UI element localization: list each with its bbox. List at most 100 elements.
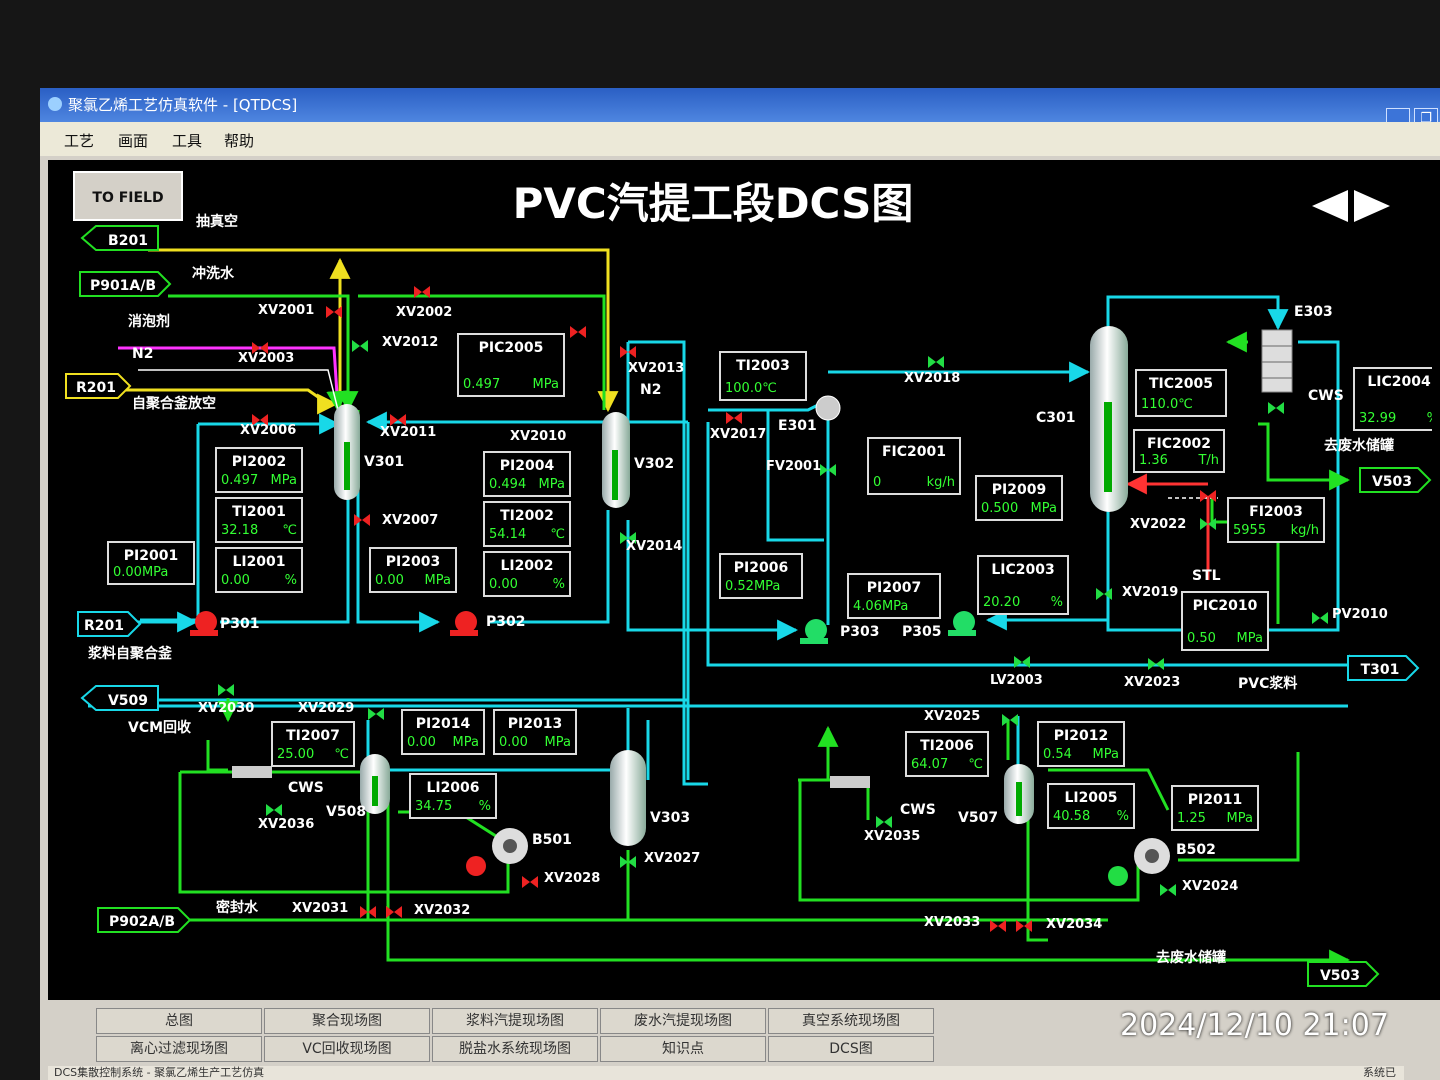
pump-p305[interactable] <box>948 611 976 636</box>
vessel-v302[interactable] <box>602 412 630 508</box>
blower-b501[interactable] <box>492 828 528 864</box>
valve-xv2013-icon[interactable] <box>620 346 636 358</box>
valve-xv2006-icon[interactable] <box>252 414 268 426</box>
tab-centrifuge-filter-field[interactable]: 离心过滤现场图 <box>96 1036 262 1062</box>
terminal-v503-right[interactable]: V503 <box>1359 467 1432 493</box>
prev-page-icon[interactable] <box>1312 190 1348 222</box>
pump-p301[interactable] <box>190 611 218 636</box>
valve-xv2035-icon[interactable] <box>876 816 892 828</box>
vessel-v507[interactable] <box>1004 764 1034 824</box>
vessel-v301[interactable] <box>334 404 360 500</box>
valve-xv2022b-icon[interactable] <box>1200 490 1216 502</box>
valve-xv2027-icon[interactable] <box>620 856 636 868</box>
valve-pv2010-icon[interactable] <box>1312 612 1328 624</box>
exchanger-v508[interactable] <box>232 766 272 778</box>
terminal-p901[interactable]: P901A/B <box>79 271 172 297</box>
valve-fv2001-icon[interactable] <box>820 464 836 476</box>
valve-xv2034-icon[interactable] <box>1016 920 1032 932</box>
tab-polymerization-field[interactable]: 聚合现场图 <box>264 1008 430 1034</box>
vessel-v303[interactable] <box>610 750 646 846</box>
valve-xv2032-icon[interactable] <box>386 906 402 918</box>
tab-knowledge-points[interactable]: 知识点 <box>600 1036 766 1062</box>
terminal-t301[interactable]: T301 <box>1347 655 1420 681</box>
valve-xv2028-icon[interactable] <box>522 876 538 888</box>
valve-xv2019-icon[interactable] <box>1096 588 1112 600</box>
terminal-v509[interactable]: V509 <box>80 685 159 711</box>
tab-dcs[interactable]: DCS图 <box>768 1036 934 1062</box>
menu-help[interactable]: 帮助 <box>224 132 255 150</box>
valve-xv2024-icon[interactable] <box>1160 884 1176 896</box>
pump-p303[interactable] <box>800 619 828 644</box>
valve-xv2014-icon[interactable] <box>620 532 636 544</box>
terminal-b201[interactable]: B201 <box>80 225 159 251</box>
tab-wastewater-stripping-field[interactable]: 废水汽提现场图 <box>600 1008 766 1034</box>
valve-xv2001-icon[interactable] <box>326 306 342 318</box>
exchanger-e303[interactable] <box>1261 329 1293 393</box>
tab-overview[interactable]: 总图 <box>96 1008 262 1034</box>
terminal-v503-bottom[interactable]: V503 <box>1307 961 1380 987</box>
terminal-r201-bottom[interactable]: R201 <box>77 611 142 637</box>
valve-xv2003-icon[interactable] <box>252 342 268 354</box>
valve-xv2025-icon[interactable] <box>1002 714 1018 726</box>
to-field-button[interactable]: TO FIELD <box>73 171 183 221</box>
valve-xv2011-icon[interactable] <box>390 414 406 426</box>
menu-process[interactable]: 工艺 <box>64 132 95 150</box>
valve-e303v-icon[interactable] <box>1268 402 1284 414</box>
terminal-p902[interactable]: P902A/B <box>97 907 192 933</box>
valve-xv2007-icon[interactable] <box>354 514 370 526</box>
pump-p302[interactable] <box>450 611 478 636</box>
valve-xv2022-icon[interactable] <box>1200 518 1216 530</box>
valve-xv2017-icon[interactable] <box>726 412 742 424</box>
valve-xv2002-icon[interactable] <box>414 286 430 298</box>
menu-tools[interactable]: 工具 <box>172 132 203 150</box>
tab-vc-recovery-field[interactable]: VC回收现场图 <box>264 1036 430 1062</box>
valve-xv2018-icon[interactable] <box>928 356 944 368</box>
menu-screen[interactable]: 画面 <box>118 132 149 150</box>
valve-lv2003-icon[interactable] <box>1014 656 1030 668</box>
blower-b502[interactable] <box>1134 838 1170 874</box>
valve-xv2029-icon[interactable] <box>368 708 384 720</box>
valve-xv2023-icon[interactable] <box>1148 658 1164 670</box>
next-page-icon[interactable] <box>1354 190 1390 222</box>
tab-slurry-stripping-field[interactable]: 浆料汽提现场图 <box>432 1008 598 1034</box>
vessel-c301[interactable] <box>1090 326 1128 512</box>
tab-vacuum-system-field[interactable]: 真空系统现场图 <box>768 1008 934 1034</box>
valve-xv2012-icon[interactable] <box>352 340 368 352</box>
valve-xv2010-icon[interactable] <box>570 326 586 338</box>
valve-xv2031-icon[interactable] <box>360 906 376 918</box>
valve-xv2033-icon[interactable] <box>990 920 1006 932</box>
tab-desalted-water-field[interactable]: 脱盐水系统现场图 <box>432 1036 598 1062</box>
terminal-r201-top[interactable]: R201 <box>65 373 132 399</box>
valve-xv2036-icon[interactable] <box>266 804 282 816</box>
valve-xv2030-icon[interactable] <box>218 684 234 696</box>
exchanger-e301[interactable] <box>815 395 841 421</box>
exchanger-v507[interactable] <box>830 776 870 788</box>
